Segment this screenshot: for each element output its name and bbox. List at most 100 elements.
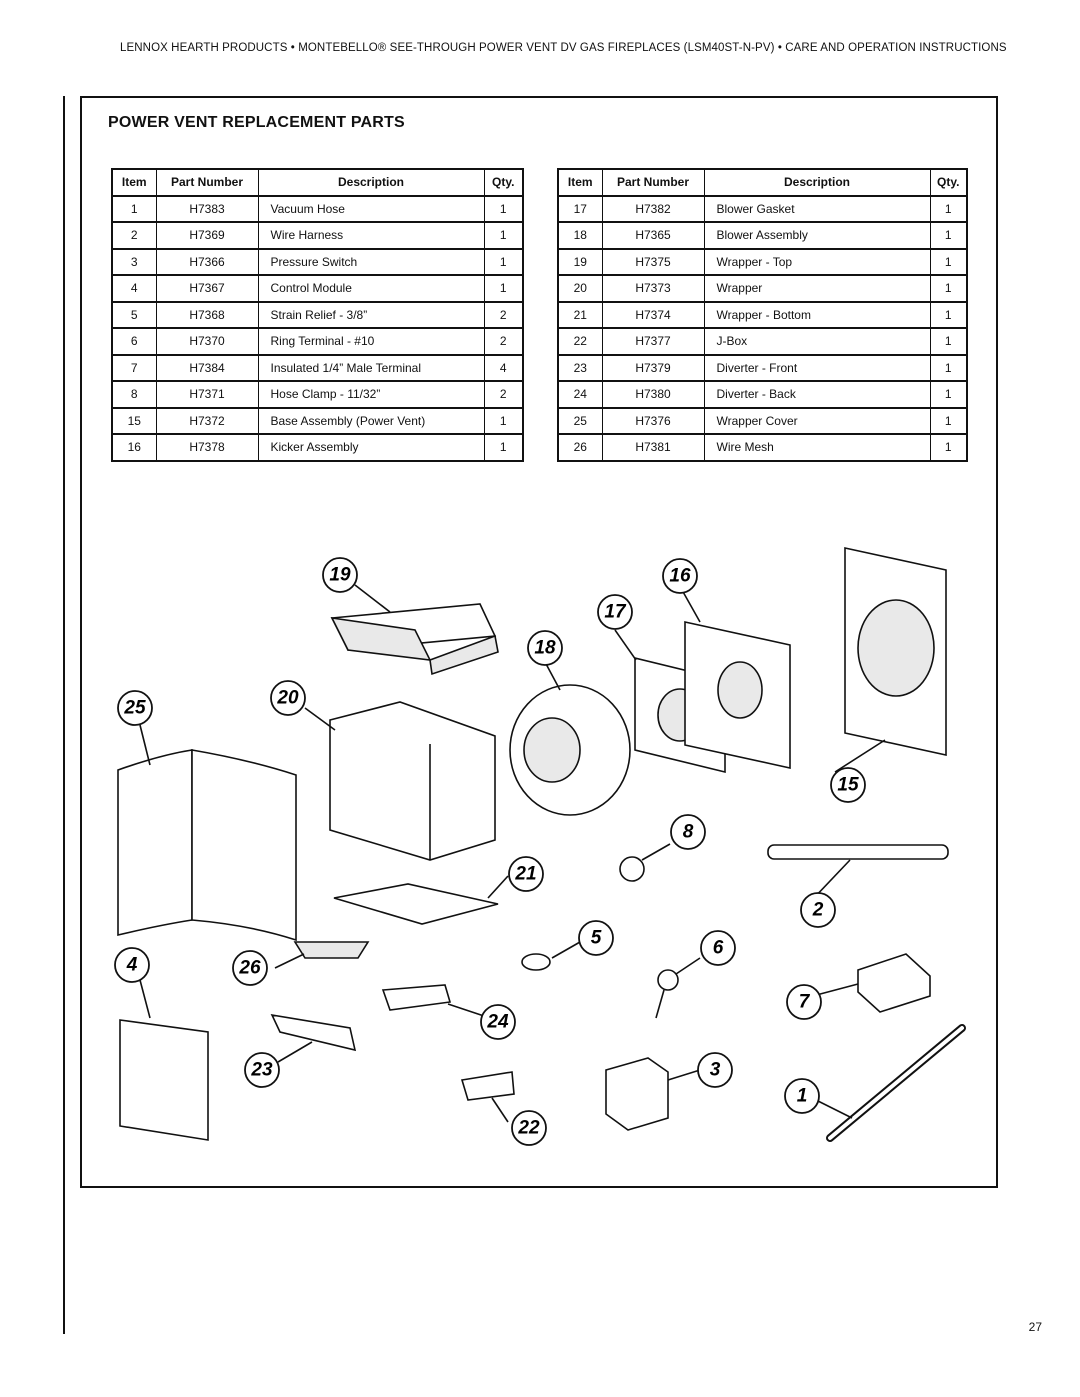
qty-cell: 1 — [930, 248, 967, 276]
item-cell: 8 — [112, 381, 157, 409]
description-cell: Control Module — [258, 275, 485, 303]
callout-label: 17 — [604, 602, 627, 623]
callout-21: 21 — [508, 856, 544, 892]
part-number-cell: H7372 — [156, 407, 259, 435]
callout-label: 16 — [669, 566, 691, 587]
callout-circle — [244, 1052, 280, 1088]
qty-cell: 1 — [930, 407, 967, 435]
part-number-cell: H7374 — [602, 301, 705, 329]
item-cell: 21 — [558, 301, 603, 329]
callout-circle — [270, 680, 306, 716]
part-number-cell: H7381 — [602, 434, 705, 462]
part-number-cell: H7382 — [602, 195, 705, 223]
description-cell: Wrapper — [704, 275, 931, 303]
description-cell: Kicker Assembly — [258, 434, 485, 462]
qty-cell: 1 — [930, 328, 967, 356]
callout-circle — [527, 630, 563, 666]
description-cell: Wrapper - Top — [704, 248, 931, 276]
callout-label: 5 — [591, 928, 602, 949]
callout-circle — [697, 1052, 733, 1088]
col-qty-header: Qty. — [484, 169, 523, 197]
qty-cell: 1 — [484, 248, 523, 276]
callout-label: 2 — [812, 900, 824, 921]
vacuum-hose-drawing — [815, 1024, 966, 1142]
callout-circle — [232, 950, 268, 986]
section-title: POWER VENT REPLACEMENT PARTS — [108, 114, 405, 131]
col-item-header: Item — [558, 169, 603, 197]
callout-label: 26 — [238, 958, 261, 979]
item-cell: 24 — [558, 381, 603, 409]
part-number-cell: H7365 — [602, 222, 705, 250]
item-cell: 16 — [112, 434, 157, 462]
parts-panel — [80, 96, 998, 1188]
callout-circle — [578, 920, 614, 956]
wrapper-cover-drawing — [117, 724, 297, 942]
pressure-switch-drawing — [605, 1057, 701, 1131]
item-cell: 3 — [112, 248, 157, 276]
callout-circle — [480, 1004, 516, 1040]
qty-cell: 1 — [930, 434, 967, 462]
part-number-cell: H7375 — [602, 248, 705, 276]
callout-circle — [322, 557, 358, 593]
description-cell: Strain Relief - 3/8” — [258, 301, 485, 329]
qty-cell: 1 — [484, 434, 523, 462]
qty-cell: 1 — [930, 275, 967, 303]
callout-2: 2 — [800, 892, 836, 928]
description-cell: Blower Assembly — [704, 222, 931, 250]
item-cell: 20 — [558, 275, 603, 303]
callout-8: 8 — [670, 814, 706, 850]
col-item-header: Item — [112, 169, 157, 197]
callout-circle — [511, 1110, 547, 1146]
qty-cell: 1 — [930, 381, 967, 409]
callout-1: 1 — [784, 1078, 820, 1114]
qty-cell: 2 — [484, 381, 523, 409]
description-cell: Ring Terminal - #10 — [258, 328, 485, 356]
callout-label: 24 — [486, 1012, 509, 1033]
part-number-cell: H7378 — [156, 434, 259, 462]
part-number-cell: H7377 — [602, 328, 705, 356]
callout-circle — [784, 1078, 820, 1114]
callout-label: 7 — [799, 992, 811, 1013]
table-header-row: Item Part Number Description Qty. — [112, 169, 523, 197]
description-cell: Wire Harness — [258, 222, 485, 250]
item-cell: 4 — [112, 275, 157, 303]
callout-circle — [117, 690, 153, 726]
col-part-number-header: Part Number — [156, 169, 259, 197]
wrapper-bottom-drawing — [333, 875, 509, 925]
qty-cell: 1 — [484, 222, 523, 250]
description-cell: Blower Gasket — [704, 195, 931, 223]
callout-label: 25 — [123, 698, 146, 719]
part-number-cell: H7384 — [156, 354, 259, 382]
callout-circle — [114, 947, 150, 983]
item-cell: 22 — [558, 328, 603, 356]
item-cell: 15 — [112, 407, 157, 435]
callout-label: 18 — [534, 638, 556, 659]
qty-cell: 1 — [930, 222, 967, 250]
callout-4: 4 — [114, 947, 150, 983]
callout-24: 24 — [480, 1004, 516, 1040]
callout-6: 6 — [700, 930, 736, 966]
wire-mesh-drawing — [274, 941, 370, 969]
item-cell: 19 — [558, 248, 603, 276]
description-cell: Vacuum Hose — [258, 195, 485, 223]
item-cell: 1 — [112, 195, 157, 223]
description-cell: Hose Clamp - 11/32” — [258, 381, 485, 409]
margin-rule — [63, 96, 65, 1334]
qty-cell: 1 — [484, 275, 523, 303]
wire-harness-drawing — [767, 844, 949, 901]
part-number-cell: H7366 — [156, 248, 259, 276]
male-terminal-drawing — [789, 953, 931, 1013]
table-header-row: Item Part Number Description Qty. — [558, 169, 967, 197]
